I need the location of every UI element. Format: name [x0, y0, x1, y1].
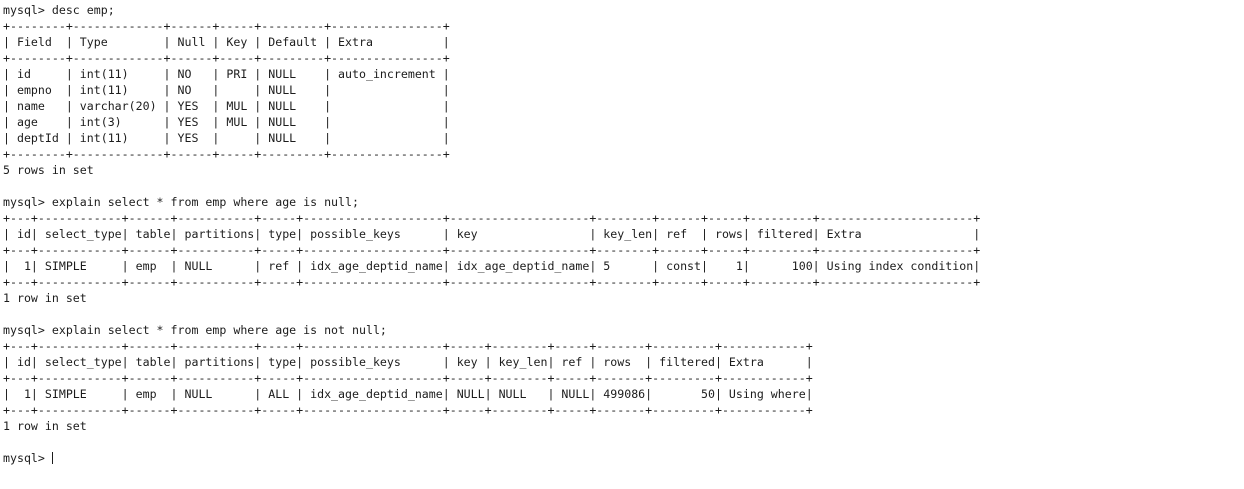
active-prompt-line[interactable]: mysql>	[3, 450, 1244, 466]
table-header-row: | id| select_type| table| partitions| ty…	[3, 355, 813, 369]
table-row: | id | int(11) | NO | PRI | NULL | auto_…	[3, 67, 450, 81]
table-row: | age | int(3) | YES | MUL | NULL | |	[3, 115, 450, 129]
command-line[interactable]: mysql> explain select * from emp where a…	[3, 195, 359, 209]
table-separator: +---+------------+------+-----------+---…	[3, 371, 813, 385]
table-header-row: | Field | Type | Null | Key | Default | …	[3, 35, 450, 49]
blank-line	[3, 306, 1244, 322]
table-row: | empno | int(11) | NO | | NULL | |	[3, 83, 450, 97]
table-separator: +---+------------+------+-----------+---…	[3, 211, 981, 225]
table-row: | 1| SIMPLE | emp | NULL | ALL | idx_age…	[3, 387, 813, 401]
table-separator: +---+------------+------+-----------+---…	[3, 339, 813, 353]
table-header-row: | id| select_type| table| partitions| ty…	[3, 227, 981, 241]
blank-line	[3, 178, 1244, 194]
result-status: 1 row in set	[3, 291, 87, 305]
table-separator: +---+------------+------+-----------+---…	[3, 243, 981, 257]
prompt-label: mysql>	[3, 451, 52, 465]
table-separator: +---+------------+------+-----------+---…	[3, 403, 813, 417]
table-separator: +--------+-------------+------+-----+---…	[3, 19, 450, 33]
command-line[interactable]: mysql> explain select * from emp where a…	[3, 323, 387, 337]
table-separator: +---+------------+------+-----------+---…	[3, 275, 981, 289]
table-row: | deptId | int(11) | YES | | NULL | |	[3, 131, 450, 145]
result-status: 5 rows in set	[3, 163, 94, 177]
command-line[interactable]: mysql> desc emp;	[3, 3, 115, 17]
table-row: | name | varchar(20) | YES | MUL | NULL …	[3, 99, 450, 113]
blank-line	[3, 434, 1244, 450]
text-cursor	[51, 452, 53, 464]
table-separator: +--------+-------------+------+-----+---…	[3, 147, 450, 161]
table-separator: +--------+-------------+------+-----+---…	[3, 51, 450, 65]
result-status: 1 row in set	[3, 419, 87, 433]
table-row: | 1| SIMPLE | emp | NULL | ref | idx_age…	[3, 259, 981, 273]
